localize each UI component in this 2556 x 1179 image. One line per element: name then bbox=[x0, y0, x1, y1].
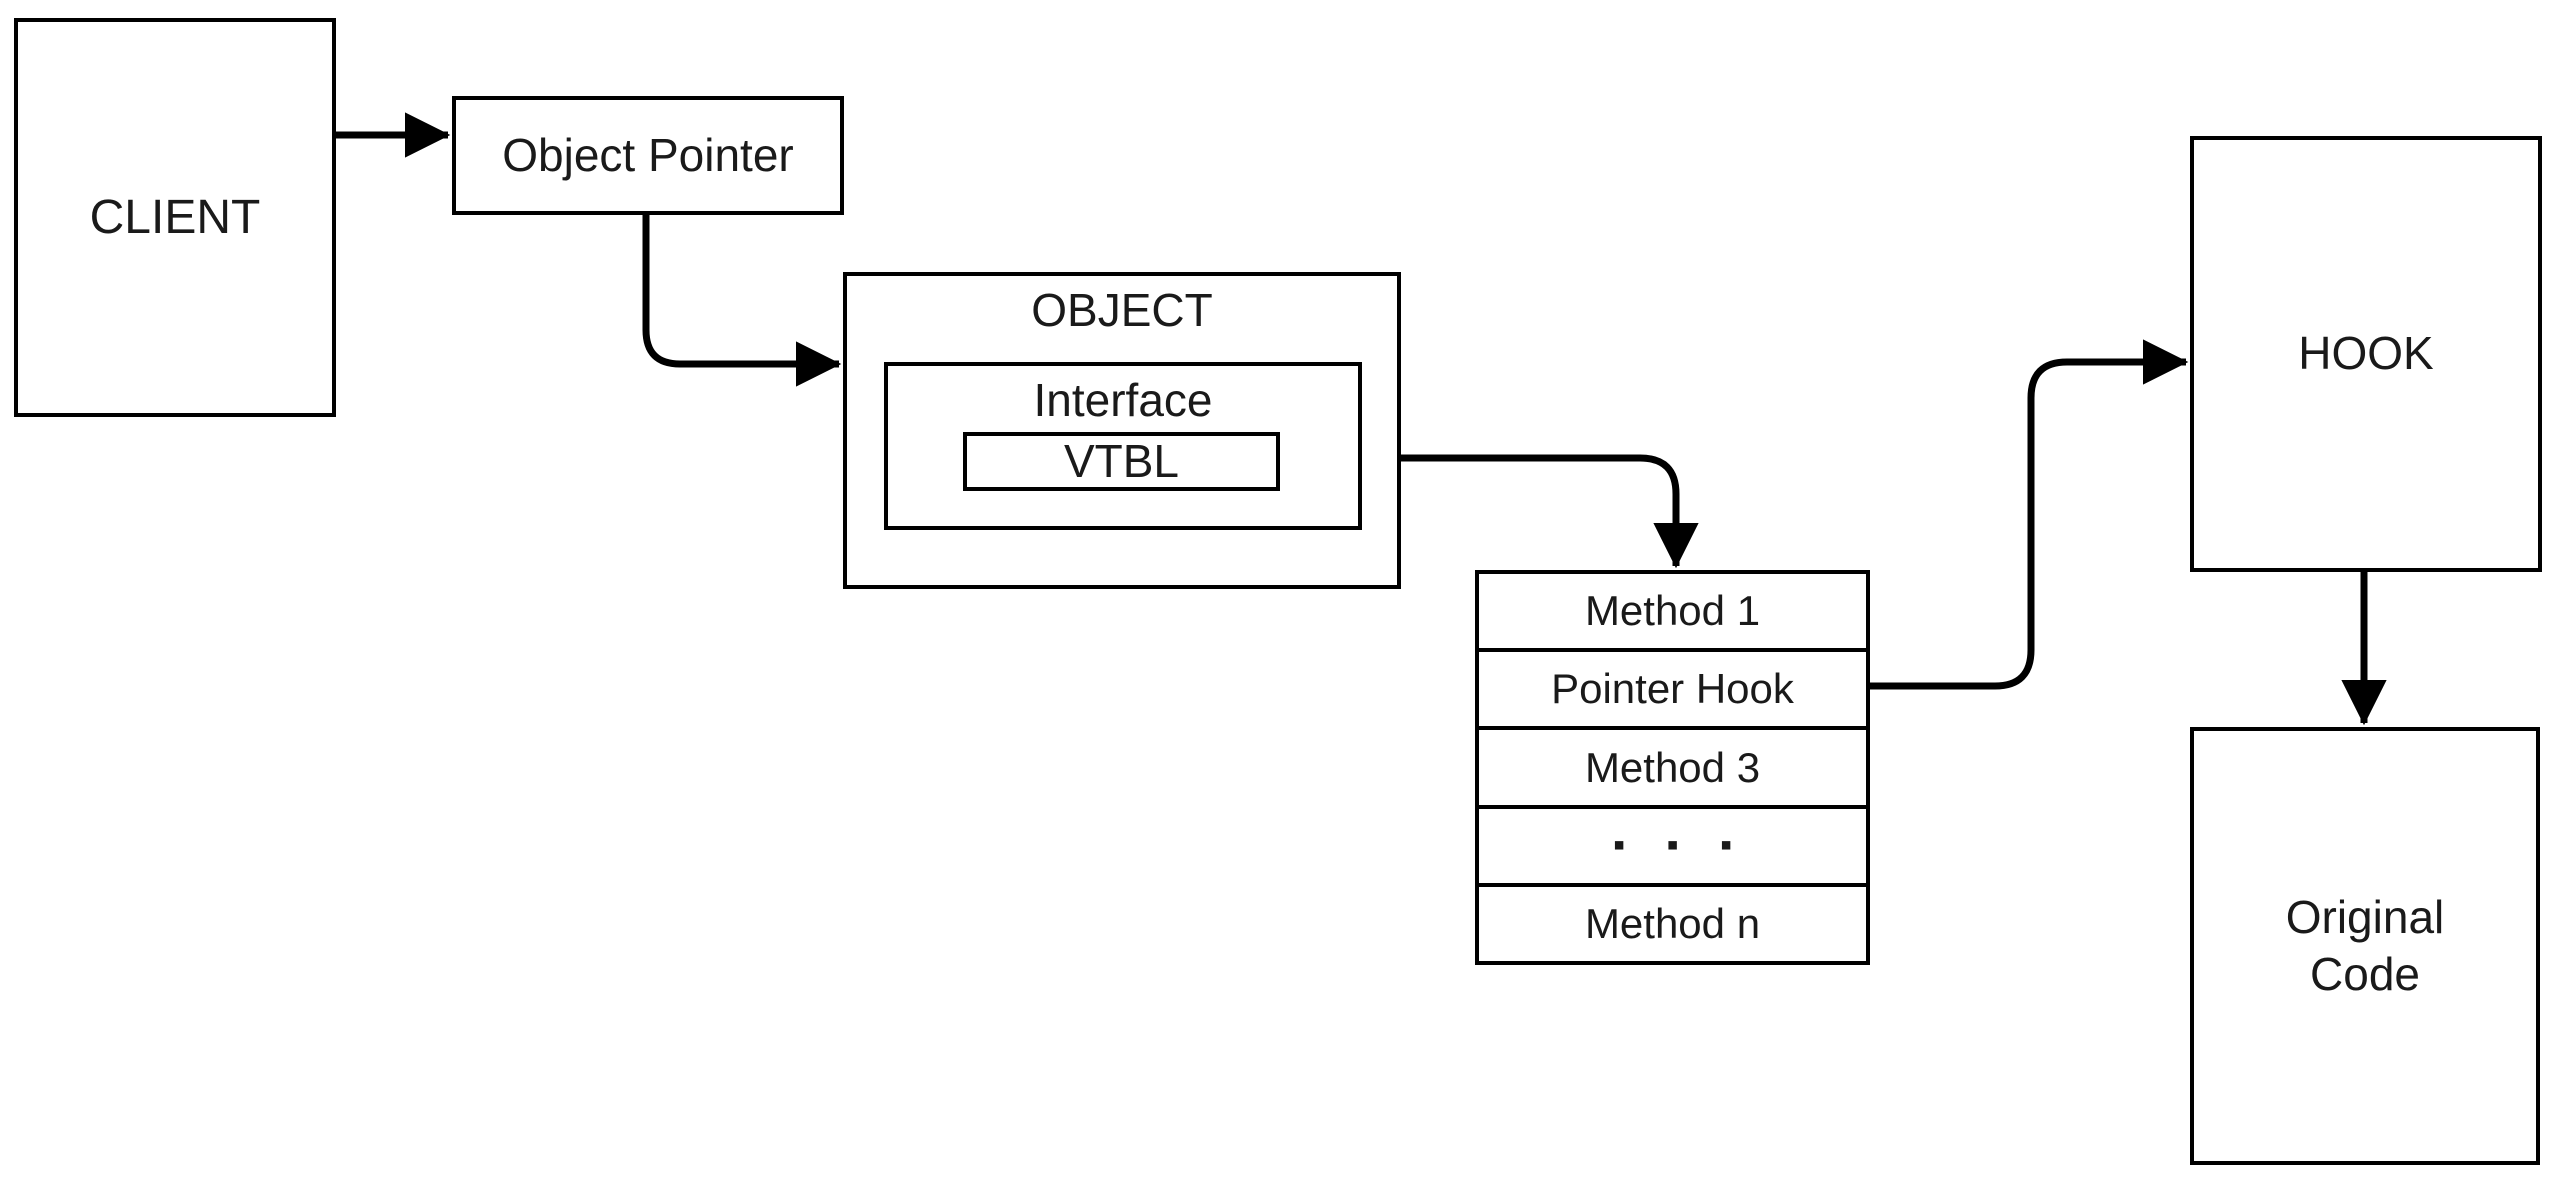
connector-pointer-hook-to-hook bbox=[1870, 339, 2189, 690]
original-code-label-line2: Code bbox=[2310, 948, 2420, 1000]
object-pointer-box: Object Pointer bbox=[452, 96, 844, 215]
vtable-row-ellipsis: ▪ ▪ ▪ bbox=[1479, 804, 1866, 883]
connector-vtbl-to-method-table bbox=[1281, 454, 1699, 569]
object-pointer-label: Object Pointer bbox=[502, 128, 794, 181]
client-box: CLIENT bbox=[14, 18, 336, 417]
object-label: OBJECT bbox=[1031, 284, 1213, 336]
hook-label: HOOK bbox=[2298, 327, 2434, 380]
vtbl-box: VTBL bbox=[963, 432, 1280, 491]
connector-object-pointer-to-object bbox=[642, 215, 842, 387]
vtbl-label: VTBL bbox=[1063, 434, 1180, 487]
original-code-box: Original Code bbox=[2190, 727, 2540, 1165]
vtable-row-method-1: Method 1 bbox=[1584, 587, 1761, 635]
interface-label: Interface bbox=[1033, 374, 1213, 426]
client-label: CLIENT bbox=[89, 190, 261, 244]
vtable-row-method-n: Method n bbox=[1479, 882, 1866, 961]
original-code-label-line1: Original bbox=[2285, 890, 2445, 943]
vtable-row-pointer-hook: Pointer Hook bbox=[1479, 648, 1866, 726]
vtable-row-method-3: Method 3 bbox=[1479, 726, 1866, 804]
hook-box: HOOK bbox=[2190, 136, 2542, 572]
vtable-method-table: Method 1 Pointer Hook Method 3 ▪ ▪ ▪ Met… bbox=[1475, 570, 1870, 965]
